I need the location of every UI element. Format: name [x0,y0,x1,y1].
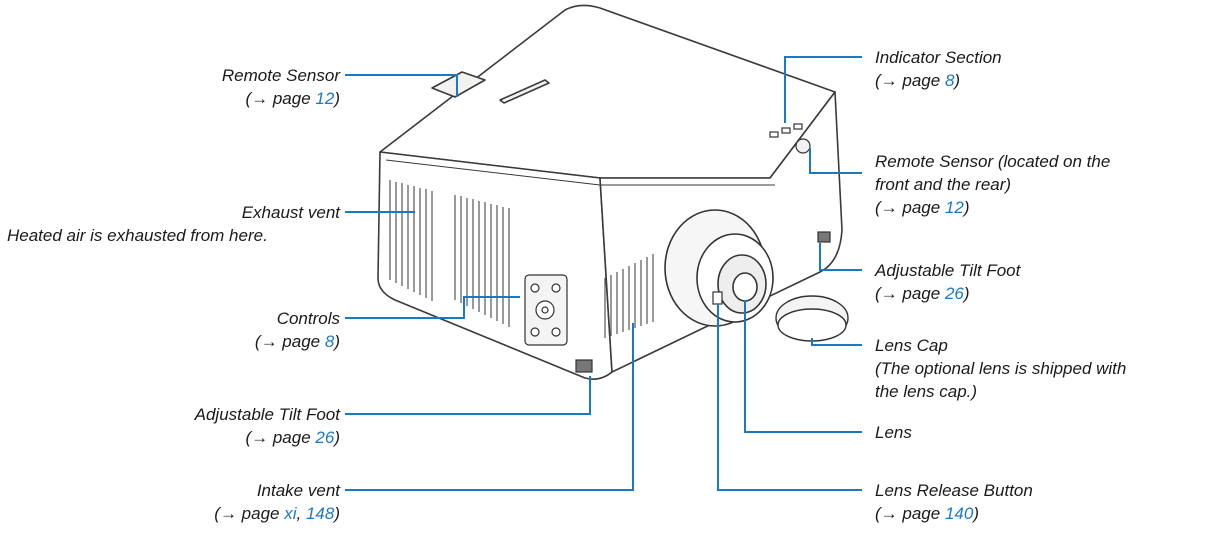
label-remote-sensor-top: Remote Sensor (→ page 12) [221,66,340,108]
leader-tilt-foot-left [345,376,591,415]
label-title: Remote Sensor (located on the [875,152,1111,171]
page-link[interactable]: 12 [944,198,964,217]
label-exhaust-vent-description: Heated air is exhausted from here. [7,226,268,245]
label-lens: Lens [875,421,912,444]
label-tilt-foot-left: Adjustable Tilt Foot (→ page 26) [194,405,340,447]
lens-cap-icon [775,295,849,342]
label-lens-cap: Lens Cap (The optional lens is shipped w… [875,336,1127,401]
leader-remote-sensor-top [345,74,458,97]
leader-lens-cap [811,338,862,346]
page-link[interactable]: 12 [315,89,335,108]
label-title: Lens Release Button [875,481,1033,500]
tilt-foot-right-icon [817,231,831,243]
label-title: Intake vent [256,481,340,500]
label-title: Controls [276,309,340,328]
control-button-icon [551,283,561,293]
leader-controls [345,296,520,319]
control-button-icon [551,327,561,337]
label-controls: Controls (→ page 8) [254,309,340,351]
leader-lens-release [717,304,862,491]
label-intake-vent: Intake vent (→ page xi, 148) [214,481,340,523]
label-title: Remote Sensor [221,66,340,85]
indicator-lights [769,123,803,138]
projector-body [377,4,843,380]
label-exhaust-vent: Exhaust vent [242,201,340,224]
label-indicator-section: Indicator Section (→ page 8) [875,48,1002,90]
leader-lens [744,300,862,433]
leader-lines [345,56,862,491]
front-remote-sensor-icon [795,138,811,154]
page-link[interactable]: 26 [944,284,964,303]
page-link[interactable]: 26 [315,428,335,447]
leader-remote-sensor-front [809,148,862,174]
tilt-foot-left-icon [575,359,593,373]
label-lens-release: Lens Release Button (→ page 140) [875,481,1033,523]
remote-sensor-window [431,71,486,98]
lens-release-button-icon [712,291,723,305]
page-link[interactable]: xi [284,504,297,523]
label-tilt-foot-right: Adjustable Tilt Foot (→ page 26) [875,261,1021,303]
tilt-feet [575,231,831,373]
intake-vent-grille [604,254,654,338]
controls-panel [524,274,568,346]
leader-indicator-section [784,56,862,123]
label-title: Exhaust vent [241,203,340,222]
page-link[interactable]: 148 [305,504,335,523]
page-link[interactable]: 140 [944,504,974,523]
label-remote-sensor-front: Remote Sensor (located on the front and … [875,152,1111,217]
label-title: Indicator Section [875,48,1002,67]
top-slot [499,79,550,104]
label-title: Lens [875,423,912,442]
projector-left-face [377,151,613,380]
leader-tilt-foot-right [819,243,862,271]
page-link[interactable]: 8 [324,332,335,351]
label-title: Lens Cap [875,336,948,355]
label-title: Adjustable Tilt Foot [194,405,340,424]
label-title: Adjustable Tilt Foot [875,261,1021,280]
control-button-icon [530,283,540,293]
page-link[interactable]: 8 [944,71,955,90]
control-button-icon [530,327,540,337]
exhaust-vent-grille [389,180,510,327]
leader-intake-vent [345,323,634,491]
